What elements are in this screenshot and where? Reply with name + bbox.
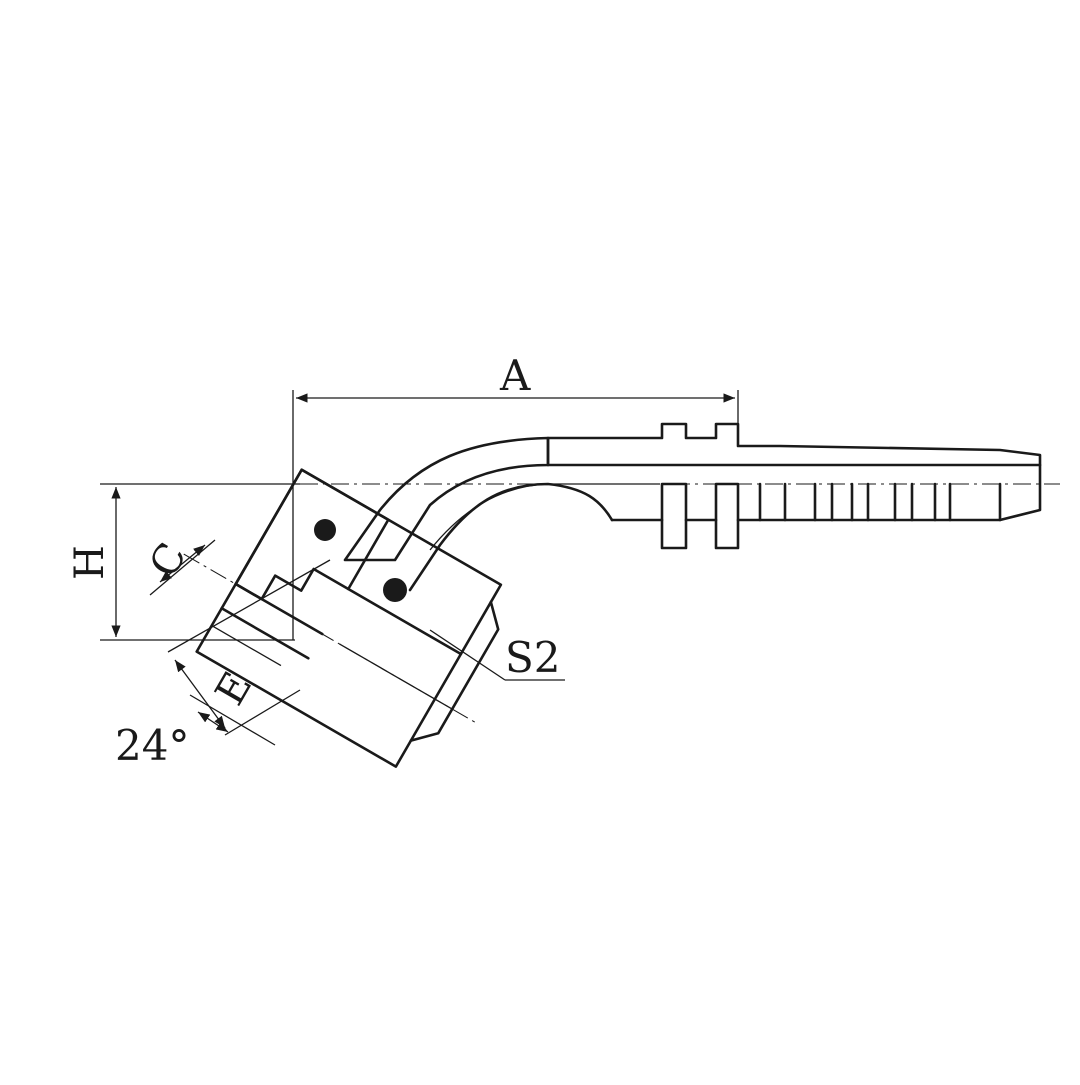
nut-upper-section: [234, 468, 390, 601]
dimension-s2: S2: [429, 629, 565, 682]
label-h: H: [67, 545, 113, 580]
collar-ring-1: [660, 482, 688, 550]
bend-wall-section: [343, 436, 550, 562]
bore-curve: [429, 483, 660, 551]
dimension-h: H: [67, 483, 300, 641]
hose-tail: [546, 422, 1042, 550]
dimension-a: A: [292, 351, 739, 640]
elbow-bend: [343, 436, 660, 592]
collar-ring-2: [714, 482, 740, 550]
upper-wall-section: [546, 422, 1042, 467]
retaining-ball-2: [383, 578, 407, 602]
dimension-angle: 24°: [115, 694, 276, 770]
label-c: C: [141, 535, 196, 585]
label-angle: 24°: [115, 721, 189, 770]
label-a: A: [499, 351, 531, 400]
barb-grooves: [758, 482, 1002, 522]
retaining-ball-1: [314, 519, 336, 541]
label-s2: S2: [505, 633, 561, 682]
nut-body: [195, 468, 503, 768]
tail-bottom-outline: [610, 463, 1042, 522]
swivel-nut: [183, 468, 503, 768]
